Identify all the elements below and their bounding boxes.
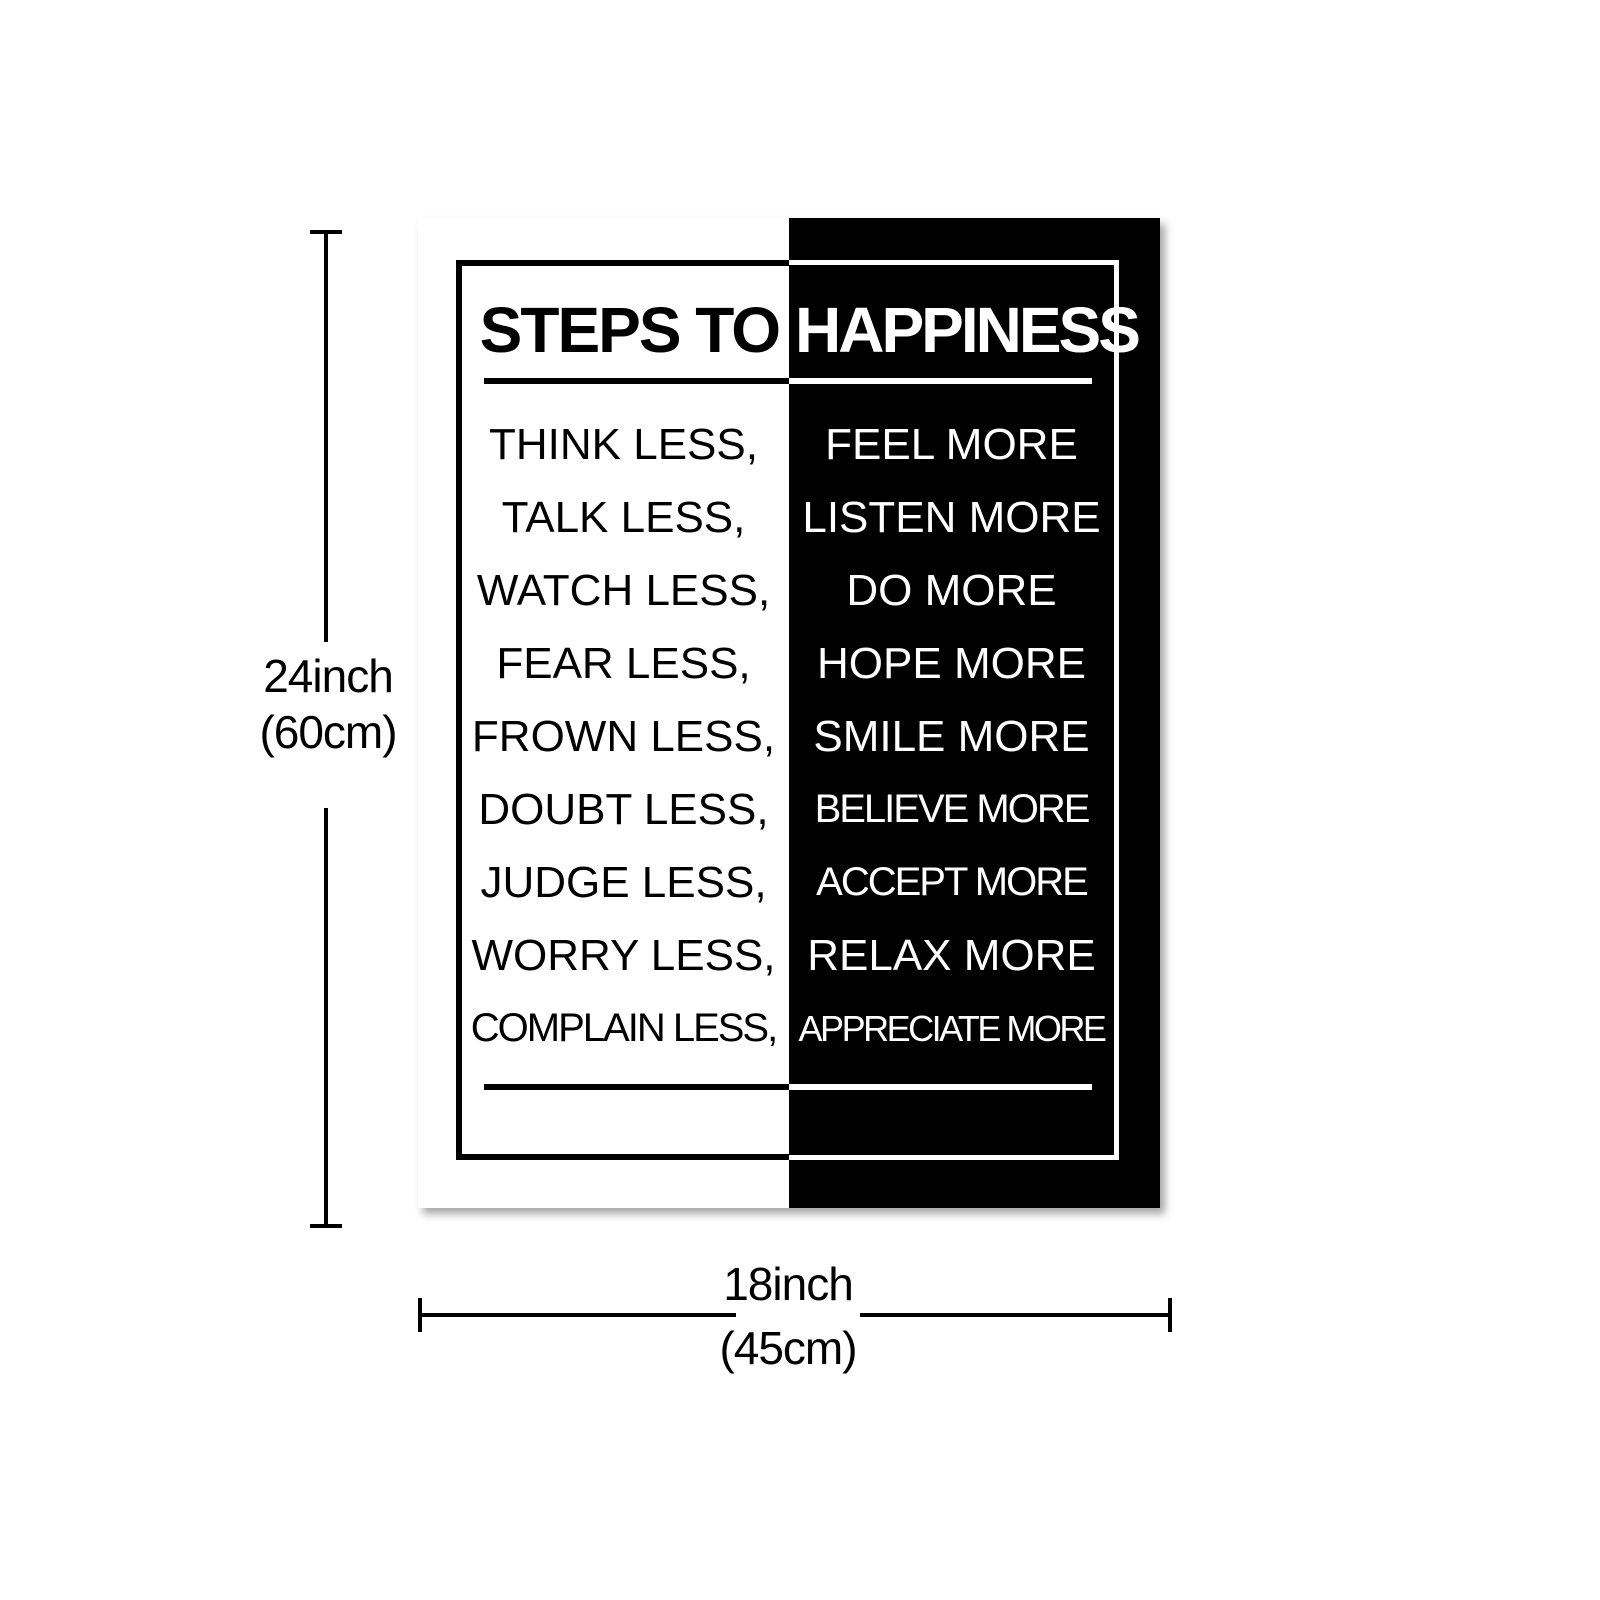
poster-frame-left <box>456 260 789 1160</box>
poster-row: JUDGE LESS, ACCEPT MORE <box>418 846 1160 919</box>
less-item: TALK LESS, <box>501 493 746 542</box>
less-item: JUDGE LESS, <box>480 858 767 907</box>
more-item: DO MORE <box>846 566 1057 615</box>
width-inch-label: 18inch <box>723 1258 854 1310</box>
width-cm-label: (45cm) <box>719 1322 857 1374</box>
more-item: FEEL MORE <box>825 420 1078 469</box>
more-item: ACCEPT MORE <box>816 860 1089 904</box>
width-marker-line-left <box>418 1313 736 1317</box>
poster-canvas: STEPS TO HAPPINESS THINK LESS, FEEL MORE… <box>418 218 1160 1208</box>
poster-heading-left: STEPS TO <box>479 294 781 366</box>
bottom-rule-left <box>484 1084 789 1090</box>
less-item: FEAR LESS, <box>496 639 751 688</box>
poster-heading-right: HAPPINESS <box>795 294 1141 366</box>
more-item: RELAX MORE <box>807 931 1096 980</box>
less-item: WORRY LESS, <box>471 931 776 980</box>
more-item: LISTEN MORE <box>802 493 1101 542</box>
heading-underline-left <box>484 378 789 384</box>
height-marker-line-lower <box>324 808 328 1228</box>
poster-row: DOUBT LESS, BELIEVE MORE <box>418 773 1160 846</box>
less-item: DOUBT LESS, <box>478 785 769 834</box>
poster-row: THINK LESS, FEEL MORE <box>418 408 1160 481</box>
poster-frame-right <box>789 260 1119 1160</box>
more-item: BELIEVE MORE <box>814 787 1091 831</box>
more-item: SMILE MORE <box>813 712 1090 761</box>
poster-row: WATCH LESS, DO MORE <box>418 554 1160 627</box>
poster-row: FEAR LESS, HOPE MORE <box>418 627 1160 700</box>
bottom-rule-right <box>789 1084 1092 1090</box>
height-cm-label: (60cm) <box>259 706 397 758</box>
less-item: THINK LESS, <box>489 420 758 469</box>
poster-row: TALK LESS, LISTEN MORE <box>418 481 1160 554</box>
height-marker-bottom-tick <box>310 1224 342 1228</box>
height-inch-label: 24inch <box>263 650 394 702</box>
width-marker-right-tick <box>1168 1298 1172 1332</box>
less-item: COMPLAIN LESS, <box>470 1006 778 1050</box>
less-item: FROWN LESS, <box>471 712 776 761</box>
poster-row: WORRY LESS, RELAX MORE <box>418 919 1160 992</box>
more-item: APPRECIATE MORE <box>798 1008 1107 1049</box>
poster-row: FROWN LESS, SMILE MORE <box>418 700 1160 773</box>
height-marker-line-upper <box>324 230 328 642</box>
more-item: HOPE MORE <box>817 639 1086 688</box>
heading-underline-right <box>789 378 1092 384</box>
height-label: 24inch (60cm) <box>228 648 428 760</box>
less-item: WATCH LESS, <box>476 566 771 615</box>
poster-row: COMPLAIN LESS, APPRECIATE MORE <box>418 992 1160 1065</box>
width-marker-line-right <box>860 1313 1172 1317</box>
poster-rows: THINK LESS, FEEL MORE TALK LESS, LISTEN … <box>418 408 1160 1065</box>
